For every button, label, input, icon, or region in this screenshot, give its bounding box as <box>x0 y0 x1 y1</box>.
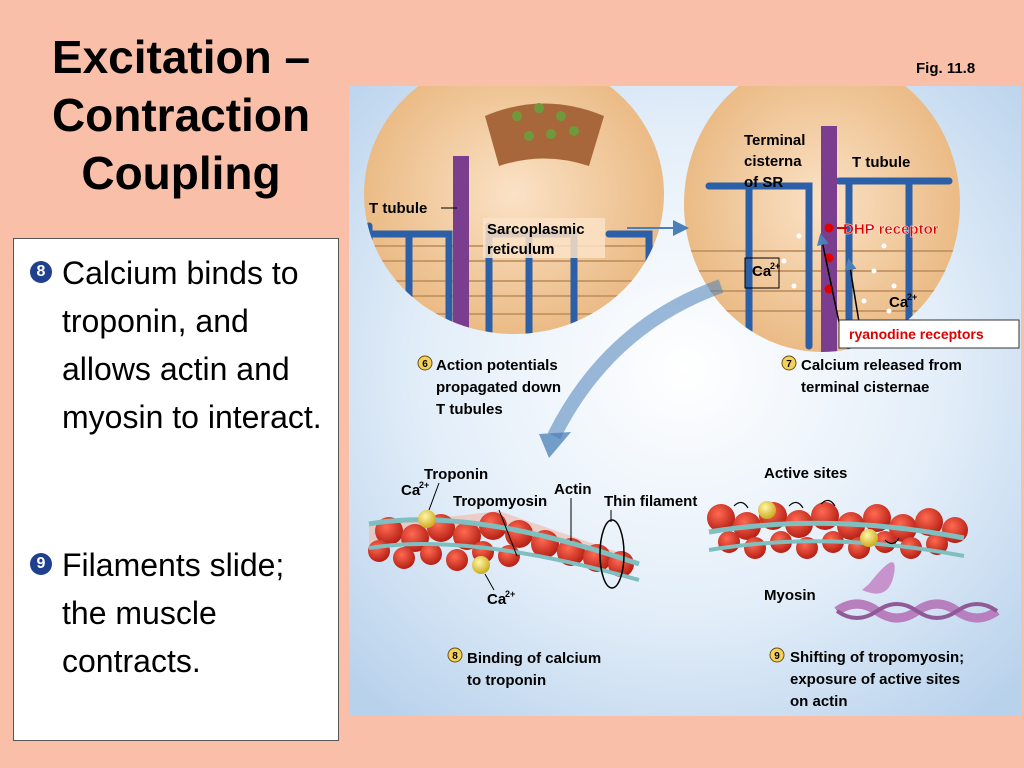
label-tropomyosin: Tropomyosin <box>453 493 547 510</box>
step-6-line-1: Action potentials <box>436 357 558 374</box>
label-cisterna: cisterna <box>744 153 802 170</box>
step-8-marker-icon <box>447 647 463 663</box>
step-7-number: 7 <box>786 359 792 370</box>
label-actin: Actin <box>554 481 592 498</box>
step-6-line-3: T tubules <box>436 401 503 418</box>
curved-step-arrowhead <box>539 432 571 458</box>
label-t-tubule-right: T tubule <box>852 154 910 171</box>
title-line-1: Excitation – <box>51 31 311 83</box>
step-7-marker-icon <box>781 355 797 371</box>
excitation-contraction-diagram: T tubule Sarcoplasmic reticulum Terminal… <box>349 86 1021 716</box>
label-thin-filament: Thin filament <box>604 493 697 510</box>
active-sites-illustration <box>707 499 1000 623</box>
step-6-marker-icon <box>417 355 433 371</box>
label-ryanodine-receptors: ryanodine receptors <box>849 326 984 342</box>
step-6-line-2: propagated down <box>436 379 561 396</box>
bullet-number-8-icon: 8 <box>30 261 52 283</box>
bullet-8-text: Calcium binds to troponin, and allows ac… <box>62 255 322 435</box>
label-active-sites: Active sites <box>764 465 847 482</box>
step-9-number: 9 <box>774 651 780 662</box>
bullet-text-box: 8 Calcium binds to troponin, and allows … <box>13 238 339 741</box>
step-9-line-2: exposure of active sites <box>790 671 960 688</box>
label-ca-bottom: Ca <box>487 591 507 608</box>
charge-ca-top: 2+ <box>419 480 429 490</box>
step-7-line-1: Calcium released from <box>801 357 962 374</box>
terminal-cisterna-illustration <box>684 86 960 352</box>
label-ca-top: Ca <box>401 482 421 499</box>
label-terminal: Terminal <box>744 132 805 149</box>
step-8-line-1: Binding of calcium <box>467 650 601 667</box>
label-dhp-receptor: DHP receptor <box>843 221 939 238</box>
bullet-8: 8 Calcium binds to troponin, and allows … <box>30 249 332 441</box>
dhp-receptor-dot <box>824 223 834 233</box>
label-sarcoplasmic: Sarcoplasmic <box>487 221 585 238</box>
step-9-line-1: Shifting of tropomyosin; <box>790 649 964 666</box>
step-7-line-2: terminal cisternae <box>801 379 929 396</box>
step-8-number: 8 <box>452 651 458 662</box>
bullet-9-text: Filaments slide; the muscle contracts. <box>62 547 285 679</box>
label-troponin: Troponin <box>424 466 488 483</box>
title-line-2: Contraction <box>51 89 311 141</box>
label-of-sr: of SR <box>744 174 783 191</box>
charge-ca-bottom: 2+ <box>505 589 515 599</box>
bullet-9: 9 Filaments slide; the muscle contracts. <box>30 541 332 685</box>
thin-filament-illustration <box>368 510 640 589</box>
ryanodine-receptors-box <box>838 319 1020 349</box>
step-9-marker-icon <box>769 647 785 663</box>
curved-step-arrow <box>547 279 724 440</box>
charge-ca-a: 2+ <box>770 261 780 271</box>
label-t-tubule-left: T tubule <box>369 200 427 217</box>
title-line-3: Coupling <box>81 147 281 199</box>
slide-title: Excitation – Contraction Coupling <box>20 28 342 202</box>
figure-label: Fig. 11.8 <box>916 60 976 77</box>
charge-ca-b: 2+ <box>907 292 917 302</box>
step-9-line-3: on actin <box>790 693 848 710</box>
label-ca-b: Ca <box>889 294 909 311</box>
label-ca-a: Ca <box>752 263 772 280</box>
label-myosin: Myosin <box>764 587 816 604</box>
label-reticulum: reticulum <box>487 241 555 258</box>
step-6-number: 6 <box>422 359 428 370</box>
bullet-number-9-icon: 9 <box>30 553 52 575</box>
step-8-line-2: to troponin <box>467 672 546 689</box>
